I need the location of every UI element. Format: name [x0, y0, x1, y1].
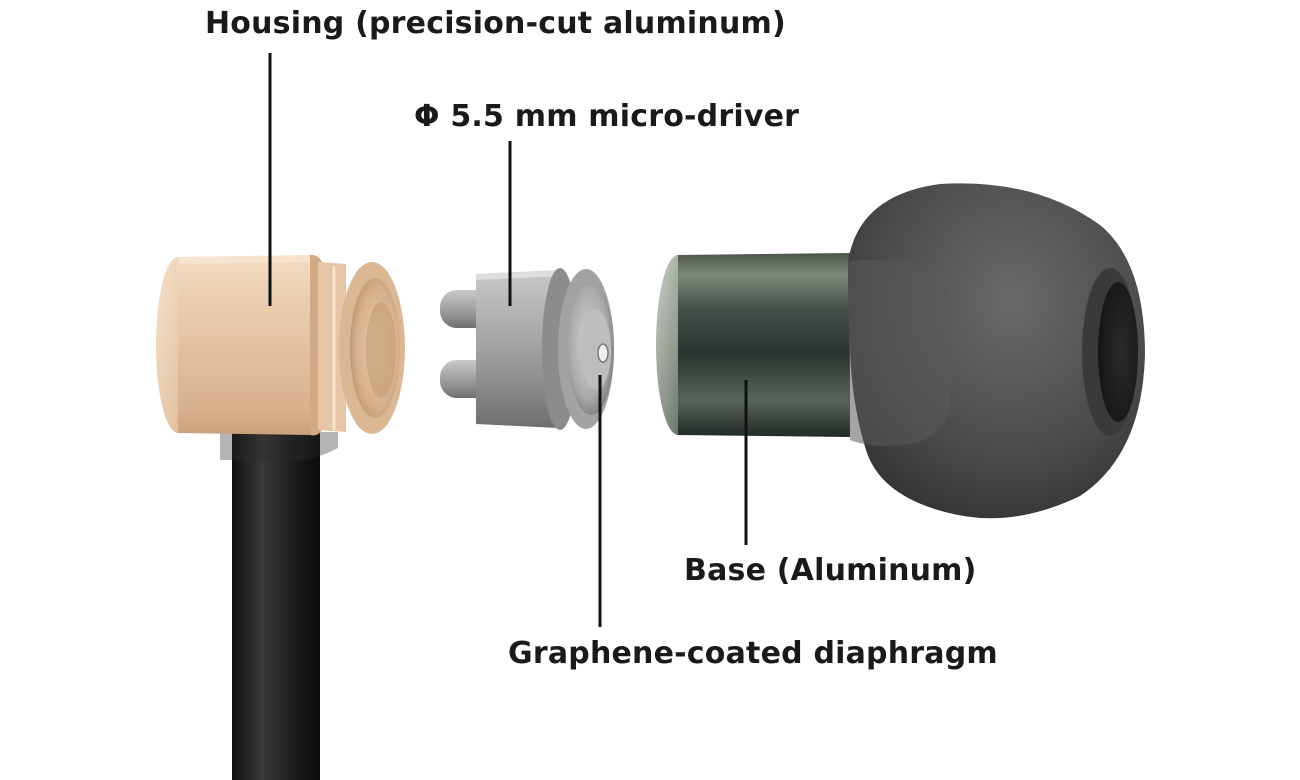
leader-lines: [268, 53, 748, 627]
diaphragm-label: Graphene-coated diaphragm: [508, 636, 998, 671]
micro-driver-part: [440, 268, 614, 430]
cable: [232, 432, 320, 780]
base-part: [656, 253, 850, 437]
base-label: Base (Aluminum): [684, 553, 977, 588]
housing-label: Housing (precision-cut aluminum): [205, 6, 786, 41]
housing-part: [156, 254, 405, 463]
micro-driver-label: Φ 5.5 mm micro-driver: [414, 99, 800, 134]
ear-tip-part: [848, 183, 1145, 519]
